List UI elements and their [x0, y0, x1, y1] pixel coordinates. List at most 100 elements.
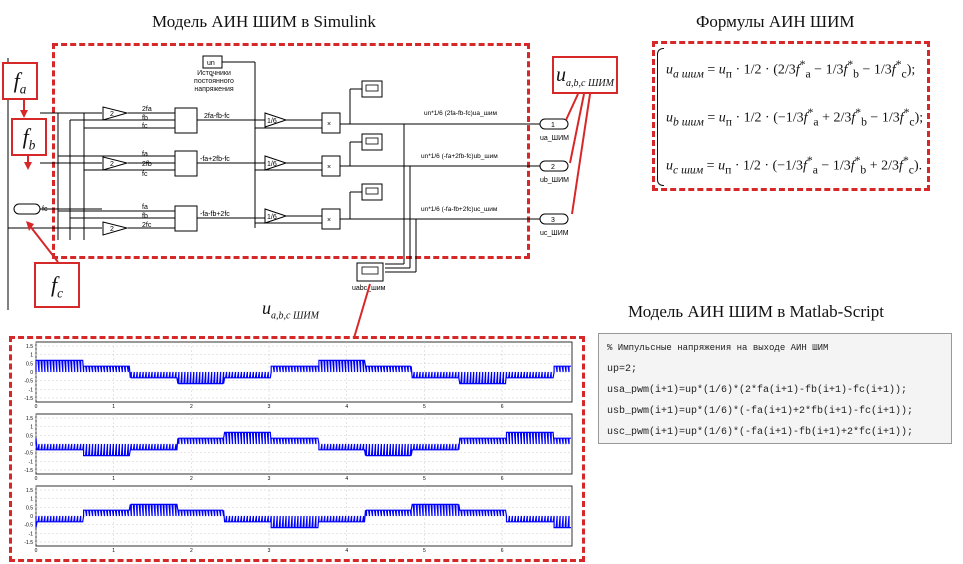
output-label-box: ua,b,c ШИМ: [552, 56, 618, 94]
gain16-block-b: [264, 155, 288, 171]
row-a-in-1: fb: [142, 115, 148, 122]
port-a: [539, 118, 569, 130]
input-fc: fc: [34, 262, 80, 308]
formula-a: ua шим = uп · 1/2 · (2/3f*a − 1/3f*b − 1…: [666, 58, 916, 81]
x-tick-label: 4: [345, 404, 348, 410]
x-tick-label: 0: [35, 548, 38, 554]
port-c: [539, 213, 569, 225]
x-tick-label: 5: [423, 548, 426, 554]
y-tick-label: -0.5: [24, 523, 33, 529]
row-c-in-1: fb: [142, 213, 148, 220]
x-tick-label: 5: [423, 404, 426, 410]
x-tick-label: 3: [268, 476, 271, 482]
pwm-series-3: [35, 503, 571, 529]
pwm-series-2: [35, 431, 571, 457]
simulink-title: Модель АИН ШИМ в Simulink: [152, 12, 376, 31]
code-line-4: usc_pwm(i+1)=up*(1/6)*(-fa(i+1)-fb(i+1)+…: [607, 427, 914, 438]
y-tick-label: 0: [30, 514, 33, 520]
port-c-label: uc_ШИМ: [540, 230, 569, 237]
row-a-in-2: fc: [142, 123, 148, 130]
y-tick-label: 0.5: [26, 433, 33, 439]
formulas-title: Формулы АИН ШИМ: [696, 12, 855, 31]
row-c-sum: -fa-fb+2fc: [200, 211, 230, 218]
gain16-b-label: 1/6: [267, 161, 277, 168]
simulink-frame: [52, 43, 530, 259]
formulas-frame: [652, 41, 930, 191]
y-tick-label: 0.5: [26, 505, 33, 511]
x-tick-label: 6: [501, 404, 504, 410]
row-c-in-2: 2fc: [142, 222, 152, 229]
x-tick-label: 3: [268, 404, 271, 410]
gain-block-a: [102, 106, 129, 121]
port-c-num: 3: [551, 217, 555, 224]
y-tick-label: 1.5: [26, 344, 33, 350]
gain-c-label: 2: [110, 226, 114, 233]
y-tick-label: 1: [30, 353, 33, 359]
source-caption: Источники постоянного напряжения: [194, 70, 234, 93]
gain-a-label: 2: [110, 111, 114, 118]
y-tick-label: -1: [29, 387, 34, 393]
x-tick-label: 1: [112, 548, 115, 554]
simulink-diagram: 2 2 2 1/6 1/6 1/6 × × × un 2fa fb fc fa …: [7, 55, 569, 310]
y-tick-label: -1.5: [24, 396, 33, 402]
port-b: [539, 160, 569, 172]
y-tick-label: 1: [30, 497, 33, 503]
formula-b: ub шим = uп · 1/2 · (−1/3f*a + 2/3f*b − …: [666, 106, 924, 129]
x-tick-label: 2: [190, 548, 193, 554]
source-block: [202, 55, 223, 69]
y-tick-label: -1: [29, 531, 34, 537]
y-tick-label: 0: [30, 370, 33, 376]
sum-block-a: [174, 107, 198, 134]
y-tick-label: 1.5: [26, 416, 33, 422]
x-tick-label: 0: [35, 404, 38, 410]
y-tick-label: 0: [30, 442, 33, 448]
y-tick-label: 1: [30, 425, 33, 431]
x-tick-label: 0: [35, 476, 38, 482]
x-tick-label: 6: [501, 476, 504, 482]
gain-block-b: [102, 156, 129, 171]
gain16-c-label: 1/6: [267, 214, 277, 221]
x-tick-label: 1: [112, 476, 115, 482]
row-a-sum: 2fa-fb-fc: [204, 113, 230, 120]
row-c-out: un*1/6 (-fa-fb+2fc)uc_шим: [421, 206, 498, 213]
input-fb: fb: [11, 118, 47, 156]
sum-a-sign-1: +: [210, 73, 214, 80]
plots-frame: [9, 336, 585, 562]
x-tick-label: 6: [501, 548, 504, 554]
code-line-3: usb_pwm(i+1)=up*(1/6)*(-fa(i+1)+2*fb(i+1…: [607, 406, 914, 417]
row-b-in-0: fa: [142, 151, 148, 158]
y-tick-label: -0.5: [24, 451, 33, 457]
product-block-c: [321, 208, 341, 230]
x-tick-label: 1: [112, 404, 115, 410]
y-tick-label: -1.5: [24, 540, 33, 546]
formula-c: uc шим = uп · 1/2 · (−1/3f*a − 1/3f*b + …: [666, 154, 923, 177]
y-tick-label: -1.5: [24, 468, 33, 474]
mult-b: ×: [327, 164, 331, 171]
gain-b-label: 2: [110, 161, 114, 168]
port-b-label: ub_ШИМ: [540, 177, 569, 184]
code-line-1: up=2;: [607, 364, 638, 375]
gain-block-c: [102, 221, 129, 236]
y-tick-label: 0.5: [26, 361, 33, 367]
row-c-in-0: fa: [142, 204, 148, 211]
mult-a: ×: [327, 121, 331, 128]
formulas-brace: [657, 48, 664, 186]
port-fc: [13, 203, 41, 215]
y-tick-label: -0.5: [24, 379, 33, 385]
y-tick-label: 1.5: [26, 488, 33, 494]
row-a-in-0: 2fa: [142, 106, 152, 113]
gain16-block-a: [264, 112, 288, 128]
product-block-b: [321, 155, 341, 177]
x-tick-label: 5: [423, 476, 426, 482]
row-b-out: un*1/6 (-fa+2fb-fc)ub_шим: [421, 153, 498, 160]
matlab-title: Модель АИН ШИМ в Matlab-Script: [628, 302, 884, 321]
gain16-block-c: [264, 208, 288, 224]
port-a-num: 1: [551, 122, 555, 129]
code-line-2: usa_pwm(i+1)=up*(1/6)*(2*fa(i+1)-fb(i+1)…: [607, 385, 908, 396]
port-fc-label: fc: [42, 206, 48, 213]
